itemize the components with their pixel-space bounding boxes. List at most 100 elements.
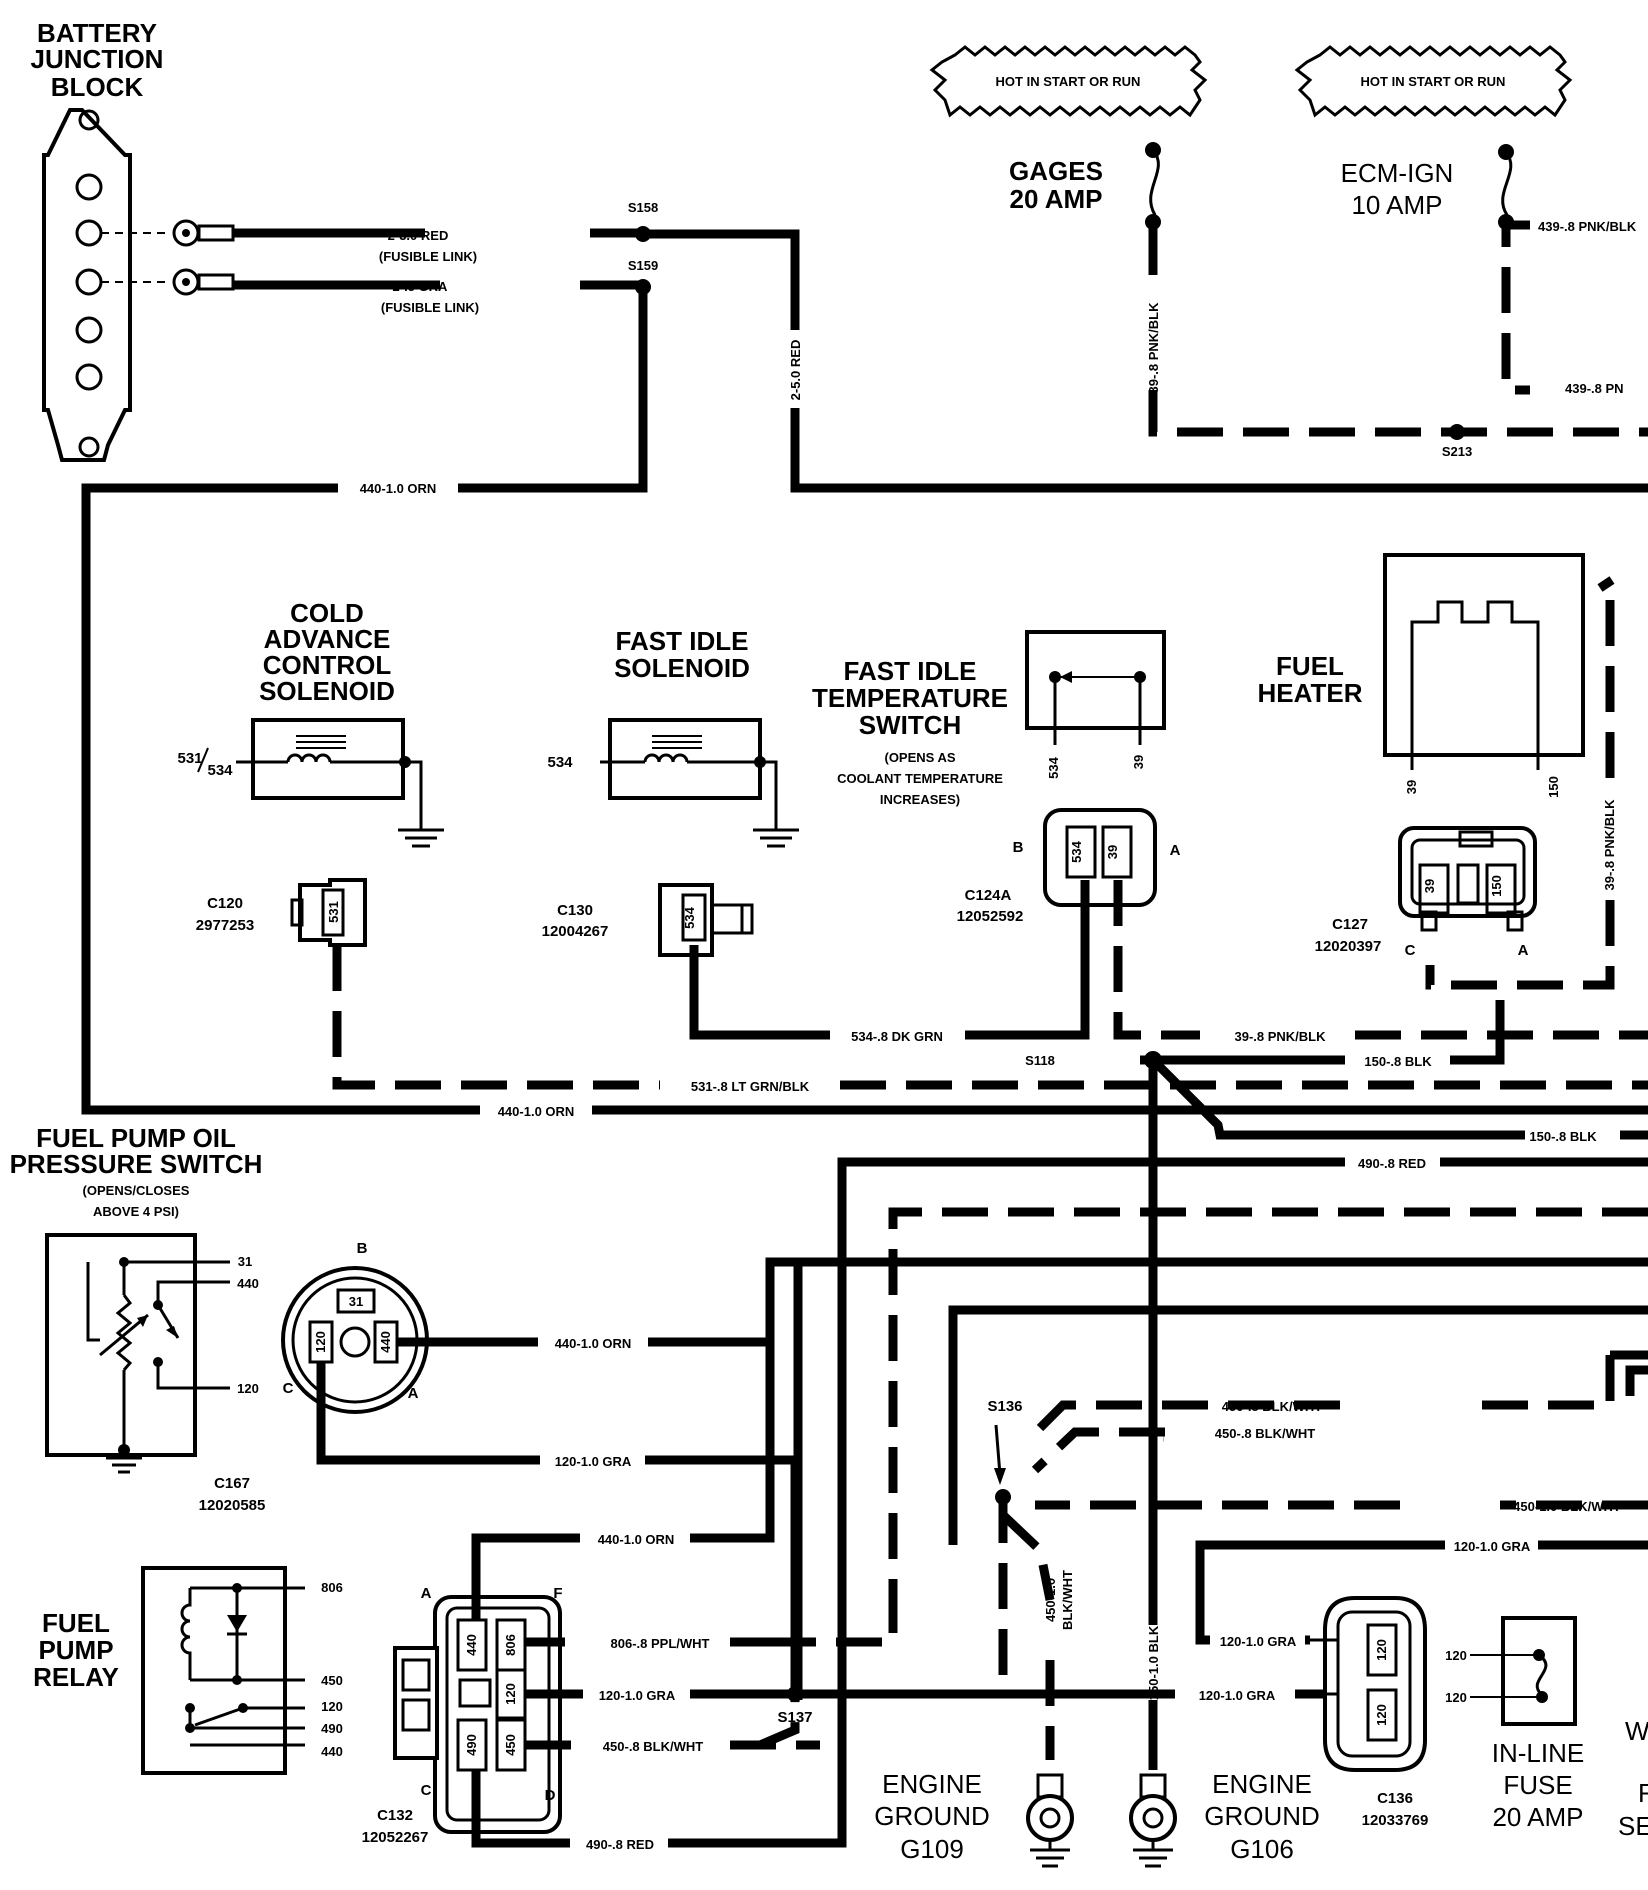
wire-label-ppl-806: 806-.8 PPL/WHT (611, 1636, 710, 1651)
battery-junction-block: BATTERY JUNCTION BLOCK (31, 18, 235, 462)
oil-switch-note-1: (OPENS/CLOSES (83, 1183, 190, 1198)
cold-advance-pin: 531 (177, 750, 202, 767)
inline-fuse-label-1: IN-LINE (1492, 1738, 1584, 1768)
c132-cavity-d: D (545, 1787, 556, 1804)
fuel-heater-title-2: HEATER (1258, 678, 1363, 708)
c136-id: C136 (1377, 1790, 1413, 1807)
c127-cavity-c: C (1405, 942, 1416, 959)
fi-switch-pin-r: 39 (1131, 755, 1146, 769)
c124a-connector (1043, 808, 1157, 907)
fast-idle-solenoid-title-2: SOLENOID (614, 653, 750, 683)
wire-label-pnk-39-gages: 39-.8 PNK/BLK (1146, 302, 1161, 394)
c127-cavity-a: A (1518, 942, 1529, 959)
wire-note-gra-fusible: (FUSIBLE LINK) (381, 300, 479, 315)
fi-switch-title-1: FAST IDLE (844, 656, 977, 686)
wire-label-pnk-439-a: 439-.8 PNK/BLK (1538, 219, 1637, 234)
gages-fuse-label-1: GAGES (1009, 156, 1103, 186)
c127-pin-l: 39 (1422, 879, 1437, 893)
fi-switch-title-2: TEMPERATURE (812, 683, 1008, 713)
wire-label-blkwht-450-vert-1: 450-1.0 (1043, 1578, 1058, 1622)
fuel-heater-pin-r: 150 (1546, 776, 1561, 798)
wire-label-gra-120-c136-b: 120-1.0 GRA (1199, 1688, 1276, 1703)
wire-label-gra-120-c136-a: 120-1.0 GRA (1220, 1634, 1297, 1649)
c130-id: C130 (557, 902, 593, 919)
relay-title-1: FUEL (42, 1608, 110, 1638)
c124a-id: C124A (965, 887, 1012, 904)
fuse-pin-b: 120 (1445, 1690, 1467, 1705)
oil-switch-pin-440: 440 (237, 1276, 259, 1291)
c120-pin: 531 (326, 901, 341, 923)
oil-conn-pin-31: 31 (349, 1294, 363, 1309)
ground-g106-label-3: G106 (1230, 1834, 1294, 1864)
inline-fuse-label-2: FUSE (1503, 1770, 1572, 1800)
bjb-title-1: BATTERY (37, 18, 157, 48)
cold-advance-pin-alt: 534 (207, 762, 233, 779)
relay-pin-450: 450 (321, 1673, 343, 1688)
fast-idle-solenoid-pin: 534 (547, 754, 573, 771)
wire-label-red-fusible: 2-3.0 RED (388, 228, 449, 243)
wire-label-lt-grn-531: 531-.8 LT GRN/BLK (691, 1079, 810, 1094)
c132-cavity-c: C (421, 1782, 432, 1799)
wire-label-red-490: 490-.8 RED (1358, 1156, 1426, 1171)
c120-connector (290, 878, 367, 947)
wire-label-orn-440-c132: 440-1.0 ORN (598, 1532, 675, 1547)
c132-pin-806: 806 (503, 1634, 518, 1656)
c124a-cavity-a: A (1170, 842, 1181, 859)
c127-connector (1398, 826, 1537, 932)
bjb-title-3: BLOCK (51, 72, 144, 102)
c132-cavity-a: A (421, 1585, 432, 1602)
fuel-heater-symbol (1383, 553, 1585, 770)
wire-label-blkwht-450-c: 450-1.0 BLK/WHT (1513, 1499, 1621, 1514)
wire-label-blk-150-a: 150-.8 BLK (1364, 1054, 1432, 1069)
relay-pin-806: 806 (321, 1580, 343, 1595)
oil-conn-pin-120: 120 (313, 1331, 328, 1353)
ground-g109-symbol (1026, 1773, 1074, 1868)
c136-pin-bot: 120 (1374, 1704, 1389, 1726)
c132-connector (393, 1595, 562, 1834)
oil-switch-pin-31: 31 (238, 1254, 252, 1269)
ground-g106-symbol (1129, 1773, 1177, 1868)
oil-switch-title-2: PRESSURE SWITCH (10, 1149, 263, 1179)
c120-part: 2977253 (196, 917, 254, 934)
c132-pin-120: 120 (503, 1683, 518, 1705)
fast-idle-switch-symbol (1025, 630, 1166, 745)
oil-switch-note-2: ABOVE 4 PSI) (93, 1204, 179, 1219)
gages-fuse-label-2: 20 AMP (1010, 184, 1103, 214)
ground-g109-label-1: ENGINE (882, 1769, 982, 1799)
fast-idle-solenoid-title-1: FAST IDLE (616, 626, 749, 656)
c130-part: 12004267 (542, 923, 609, 940)
hot-banner-2: HOT IN START OR RUN (1294, 45, 1573, 118)
c167-id: C167 (214, 1475, 250, 1492)
c136-pin-top: 120 (1374, 1639, 1389, 1661)
oil-conn-cavity-b: B (357, 1240, 368, 1257)
ecm-fuse-label-2: 10 AMP (1351, 190, 1442, 220)
wire-label-red-490-c132: 490-.8 RED (586, 1837, 654, 1852)
splice-label-s137: S137 (777, 1709, 812, 1726)
fi-switch-pin-l: 534 (1046, 756, 1061, 778)
inline-fuse-symbol (1470, 1616, 1577, 1726)
splice-s213 (1449, 424, 1465, 440)
c127-pin-r: 150 (1489, 875, 1504, 897)
ground-g106-label-1: ENGINE (1212, 1769, 1312, 1799)
wire-label-orn-440-mid: 440-1.0 ORN (498, 1104, 575, 1119)
c130-pin: 534 (682, 906, 697, 928)
wire-label-blkwht-450-a: 450-.8 BLK/WHT (1222, 1399, 1322, 1414)
edge-fragment-f: F (1638, 1778, 1648, 1808)
fuel-pump-relay-symbol (141, 1566, 305, 1775)
bjb-title-2: JUNCTION (31, 44, 164, 74)
hot-banner-1: HOT IN START OR RUN (929, 45, 1208, 118)
oil-conn-cavity-a: A (408, 1385, 419, 1402)
fi-switch-note-3: INCREASES) (880, 792, 960, 807)
hot-label-1: HOT IN START OR RUN (996, 74, 1141, 89)
wire-label-blkwht-450-vert-2: BLK/WHT (1060, 1570, 1075, 1630)
c120-id: C120 (207, 895, 243, 912)
relay-pin-120: 120 (321, 1699, 343, 1714)
c127-part: 12020397 (1315, 938, 1382, 955)
oil-switch-title-1: FUEL PUMP OIL (36, 1123, 236, 1153)
relay-title-3: RELAY (33, 1662, 119, 1692)
relay-title-2: PUMP (38, 1635, 113, 1665)
ground-g109-label-2: GROUND (874, 1801, 990, 1831)
ground-g106-label-2: GROUND (1204, 1801, 1320, 1831)
cold-advance-solenoid-symbol (251, 718, 444, 848)
wire-label-blkwht-450-c132: 450-.8 BLK/WHT (603, 1739, 703, 1754)
